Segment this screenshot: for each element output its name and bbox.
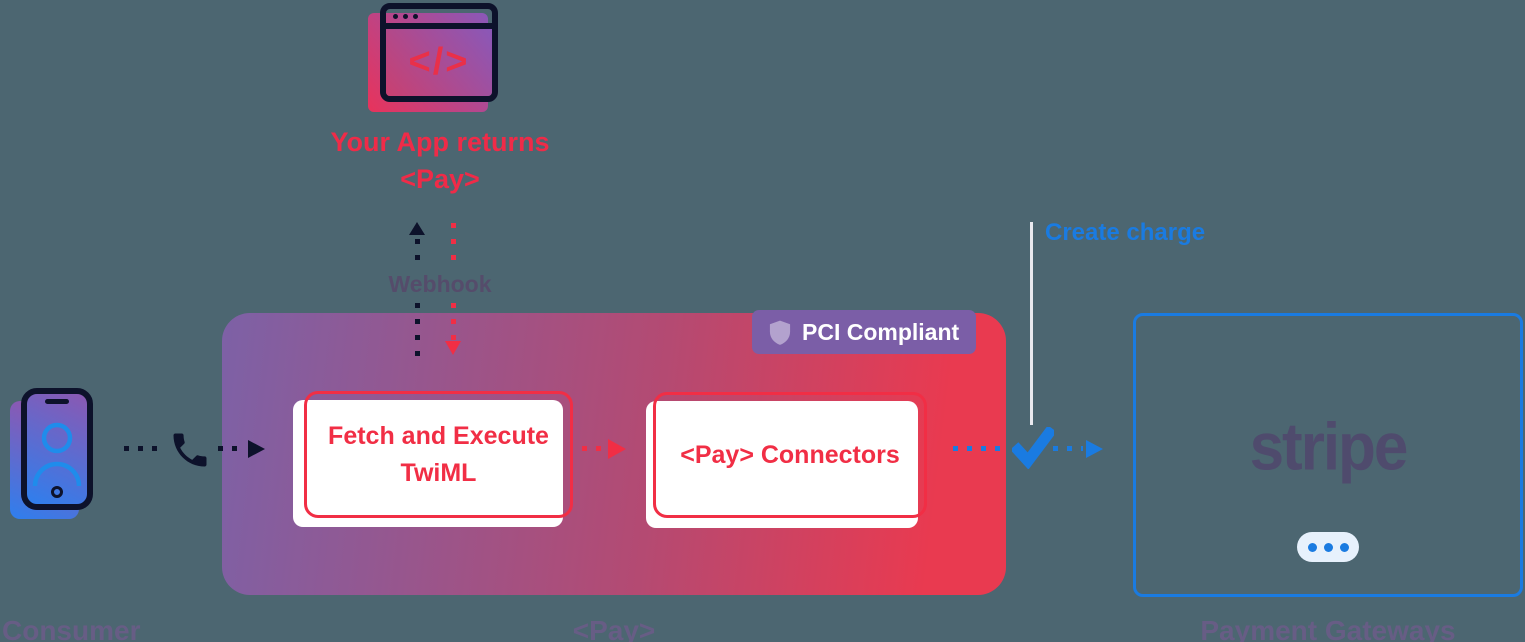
pay-section-label: <Pay> (572, 615, 656, 642)
shield-icon (769, 320, 791, 345)
code-glyph: </> (408, 41, 470, 83)
ellipsis-dot-icon (1339, 542, 1349, 552)
browser-dot-icon (403, 13, 408, 19)
consumer-section-label: Consumer (2, 615, 141, 642)
app-caption-line2: <Pay> (400, 164, 480, 194)
browser-dot-icon (393, 13, 398, 19)
connectors-label: <Pay> Connectors (680, 440, 900, 469)
fetch-twiml-box: Fetch and Execute TwiML (304, 391, 573, 518)
fetch-twiml-label-line2: TwiML (400, 458, 477, 487)
pci-badge-label: PCI Compliant (802, 318, 960, 345)
webhook-up-arrowhead-icon (409, 222, 425, 235)
connectors-box-shadow (646, 401, 918, 528)
call-dotted-line-left (124, 446, 158, 451)
consumer-phone-icon (21, 388, 93, 510)
create-charge-label: Create charge (1045, 219, 1206, 246)
more-gateways-pill (1297, 532, 1359, 562)
fetch-twiml-box-shadow (293, 400, 563, 527)
browser-titlebar (386, 9, 492, 29)
call-dotted-line-right (218, 446, 242, 451)
call-arrowhead-icon (248, 440, 265, 458)
webhook-label: Webhook (388, 266, 492, 302)
webhook-down-arrowhead-icon (445, 341, 461, 355)
payment-gateway-box: stripe (1133, 313, 1523, 597)
app-caption-line1: Your App returns (330, 127, 550, 157)
payment-gateways-section-label: Payment Gateways (1200, 615, 1456, 642)
ellipsis-dot-icon (1323, 542, 1333, 552)
checkmark-icon (1012, 427, 1054, 469)
code-icon: </> (386, 29, 492, 96)
app-caption: Your App returns <Pay> (300, 124, 580, 198)
charge-arrowhead-icon (1086, 440, 1103, 458)
twiml-to-connectors-dotted-line (582, 446, 605, 451)
charge-dotted-line-right (1053, 446, 1083, 451)
create-charge-callout-line (1030, 222, 1033, 425)
pci-compliant-badge: PCI Compliant (752, 310, 977, 354)
twiml-to-connectors-arrowhead-icon (608, 439, 626, 459)
browser-window-icon: </> (380, 3, 498, 102)
connectors-box: <Pay> Connectors (653, 392, 927, 518)
person-icon (32, 422, 82, 486)
fetch-twiml-label-line1: Fetch and Execute (328, 421, 549, 450)
ellipsis-dot-icon (1307, 542, 1317, 552)
phone-speaker-icon (45, 399, 69, 404)
phone-home-button-icon (51, 486, 63, 498)
phone-handset-icon (173, 433, 207, 467)
charge-dotted-line-left (953, 446, 1001, 451)
browser-dot-icon (413, 13, 418, 19)
stripe-logo: stripe (1249, 410, 1409, 485)
